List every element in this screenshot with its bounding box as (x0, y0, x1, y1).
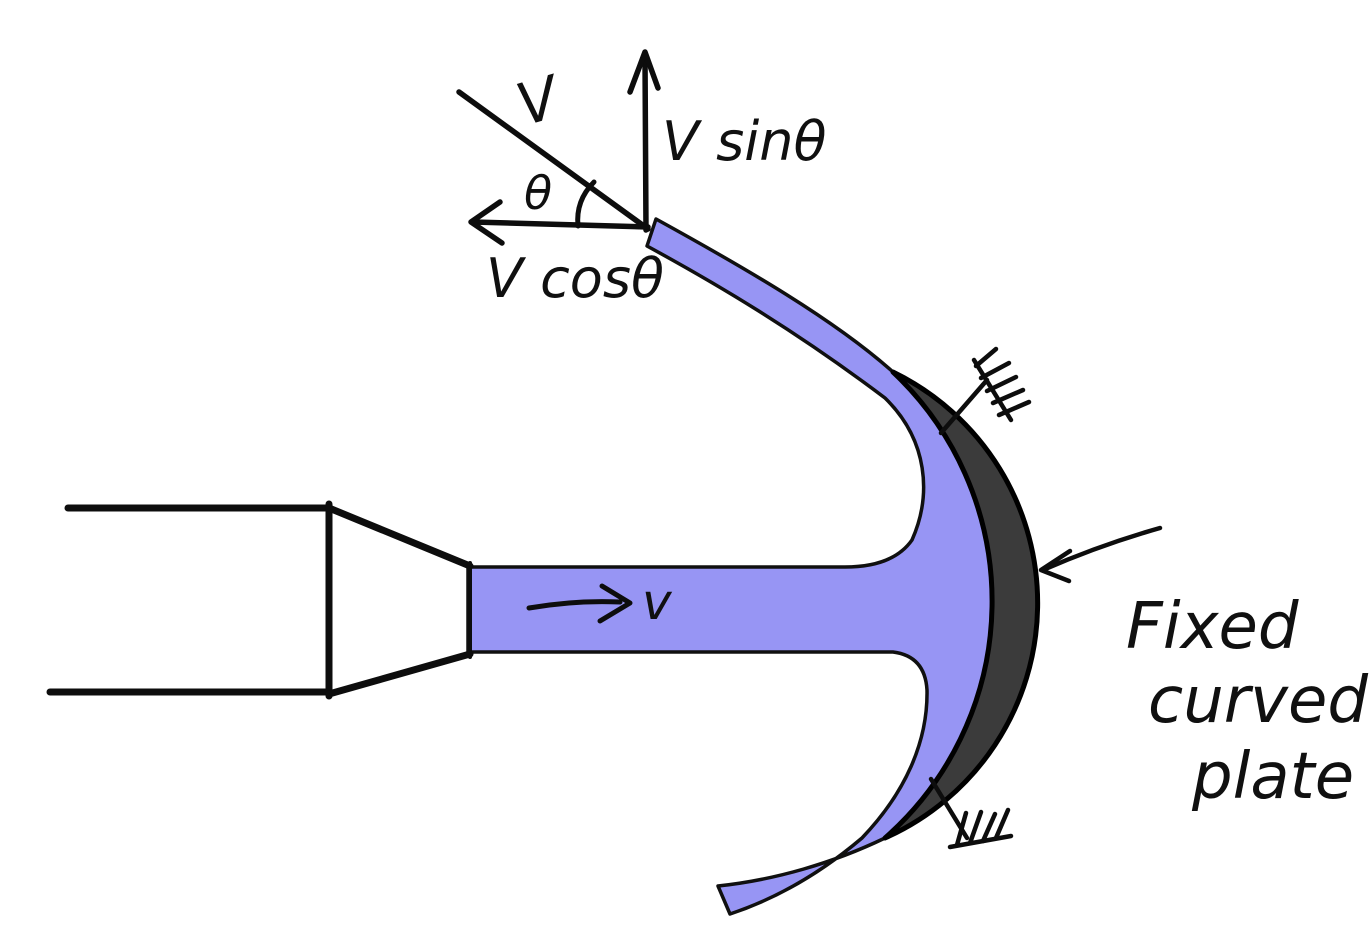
plate-pointer-head (1038, 548, 1073, 584)
plate-pointer-arrow (1038, 525, 1163, 584)
caption-line-2: curved (1148, 664, 1368, 738)
nozzle-converge-bottom (325, 650, 474, 698)
caption-line-1: Fixed (1126, 590, 1299, 664)
angle-label: θ (524, 166, 552, 220)
vsin-arrow (627, 49, 661, 233)
top-support-hatch-5 (996, 399, 1032, 418)
bottom-support-hatch-4 (993, 807, 1011, 841)
top-support-hatch-1 (973, 346, 999, 369)
vsin-arrow-shaft (642, 55, 649, 233)
plate-pointer-shaft (1040, 525, 1163, 573)
bottom-fixed-support (928, 776, 1014, 850)
resultant-velocity-label: V (509, 62, 570, 139)
vcos-label: V cosθ (486, 247, 664, 310)
bottom-support-hatch-2 (967, 809, 984, 846)
top-fixed-support (938, 346, 1032, 436)
vcos-arrow-shaft (470, 219, 651, 230)
plate-caption: Fixed curved plate (1126, 590, 1368, 814)
curved-plate (882, 369, 1041, 841)
jet-arrowhead (597, 583, 633, 624)
jet-velocity-label: v (642, 573, 673, 631)
bottom-support-hatch-3 (980, 811, 998, 844)
top-support-hatch-3 (984, 374, 1019, 394)
curved-plate-shape (882, 369, 1041, 841)
nozzle (46, 500, 474, 700)
top-support-hatch-4 (990, 387, 1026, 406)
vcos-arrowhead (468, 199, 505, 246)
jet-direction-arrow (526, 583, 633, 624)
nozzle-converge-top (325, 504, 474, 570)
vcos-arrow (468, 199, 651, 246)
vsin-label: V sinθ (662, 110, 827, 173)
angle-arc (575, 179, 597, 229)
top-support-hatch-2 (978, 360, 1012, 381)
vsin-arrowhead (627, 49, 661, 95)
jet-arrow-shaft (526, 599, 623, 611)
top-support-leader-line (938, 377, 990, 436)
resultant-velocity-line (456, 89, 651, 232)
bottom-support-hatch-1 (954, 810, 969, 848)
bottom-support-ground-line (947, 833, 1014, 850)
velocity-triangle: V θ V sinθ V cosθ (456, 49, 827, 310)
caption-line-3: plate (1191, 740, 1354, 814)
